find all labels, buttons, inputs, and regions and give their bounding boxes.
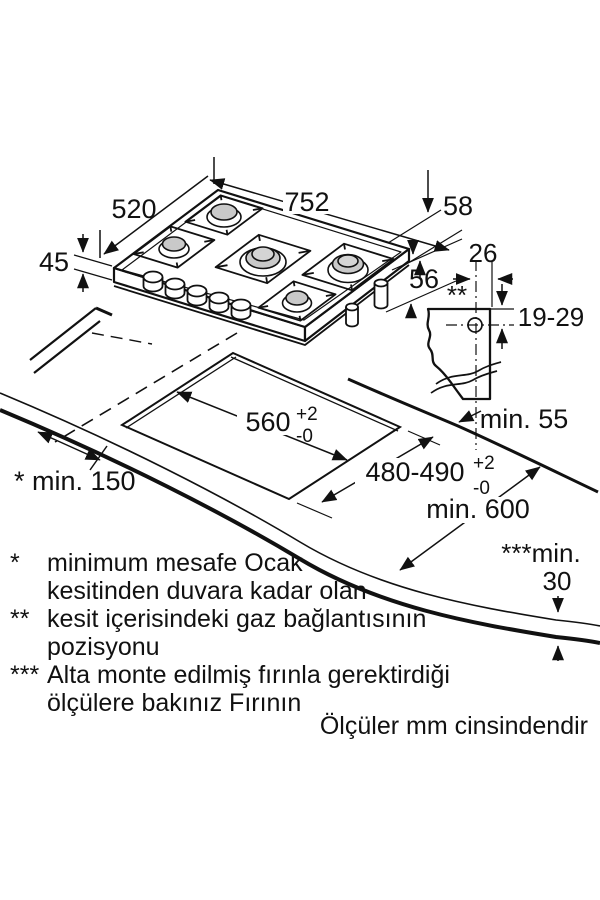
footnote-text: kesit içerisindeki gaz bağlantısının [47, 605, 427, 633]
cutout-width-tol-plus: +2 [296, 404, 318, 425]
dim-cutout-width: 560 [245, 407, 290, 437]
footnote-text: kesitinden duvara kadar olan [47, 577, 367, 605]
wall-dashed-line-2 [91, 332, 153, 345]
footnote-row: ** kesit içerisindeki gaz bağlantısının … [0, 605, 600, 661]
footnote-text: minimum mesafe Ocak [47, 549, 303, 577]
counter-back-edge [347, 377, 599, 494]
units-note: Ölçüler mm cinsindendir [319, 712, 588, 740]
dim-min-side: min. 55 [480, 404, 569, 434]
footnote-text: Alta monte edilmiş fırınla gerektirdiği [47, 661, 450, 689]
dim-total-height: 58 [443, 191, 473, 221]
dim-front-height: 45 [39, 247, 69, 277]
footnote-row: *** Alta monte edilmiş fırınla gerektird… [0, 661, 600, 717]
dim-line-752 [209, 178, 450, 252]
footnote-row: * minimum mesafe Ocak kesitinden duvara … [0, 549, 600, 605]
gas-connection-detail [426, 260, 514, 450]
break-line [435, 361, 502, 385]
dim-gas-offset: 26 [469, 238, 498, 268]
footnote-text: pozisyonu [47, 633, 160, 661]
wall-dashed-line [54, 332, 238, 443]
burner-center-wok [239, 246, 287, 277]
counter-left-end-edge-lower [33, 320, 101, 374]
dim-min-thickness-label: ***min. [501, 538, 580, 568]
burner-left [158, 236, 190, 259]
dim-body-height: 56 [409, 264, 439, 294]
counter-front-bottom-edge [0, 408, 600, 645]
cutout-width-tol-minus: -0 [296, 426, 313, 447]
dim-width: 752 [284, 187, 329, 217]
hob-leg [373, 278, 389, 310]
hob-leg [345, 302, 359, 328]
cutout-depth-tol-plus: +2 [473, 453, 495, 474]
footnote-marker: * [10, 549, 20, 577]
burner-front [281, 290, 313, 313]
dim-min-wall: * min. 150 [14, 466, 136, 496]
counter-front-top-edge [0, 392, 600, 627]
pan-support [257, 280, 337, 322]
dim-depth: 520 [111, 194, 156, 224]
dimension-labels: 752 520 45 58 56 26 ** 19-29 min. 55 560… [14, 187, 584, 596]
footnote-marker: ** [10, 605, 30, 633]
burner-right-large [327, 253, 369, 284]
break-line [430, 370, 498, 394]
counter-back-edge-left [95, 306, 113, 317]
counter-left-end-edge [29, 307, 97, 361]
footnote-marker: *** [10, 661, 40, 689]
gas-marker: ** [447, 280, 467, 310]
dim-min-thickness-value: 30 [543, 566, 572, 596]
footnotes: * minimum mesafe Ocak kesitinden duvara … [0, 549, 600, 717]
dim-line-520 [103, 175, 209, 255]
dim-line-min55 [458, 410, 482, 423]
dim-gas-vertical: 19-29 [518, 302, 585, 332]
dim-cutout-depth: 480-490 [365, 457, 464, 487]
footnote-text: ölçülere bakınız Fırının [47, 689, 302, 717]
dim-line-min150 [37, 431, 101, 461]
control-knobs [142, 270, 252, 321]
dim-min-counter-depth: min. 600 [426, 494, 530, 524]
cutout-depth-tol-minus: -0 [473, 478, 490, 499]
